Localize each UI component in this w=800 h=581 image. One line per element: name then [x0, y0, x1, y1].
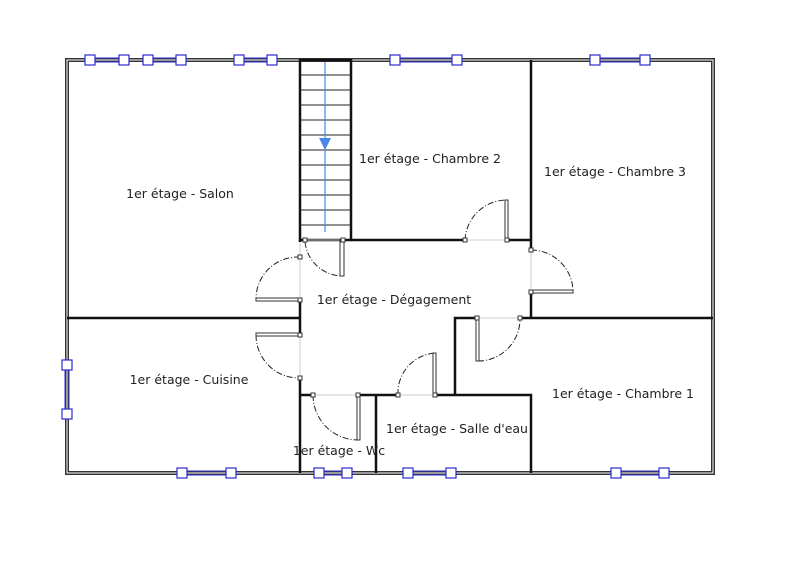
- door-chambre2[interactable]: [462, 199, 510, 243]
- door-chambre1[interactable]: [474, 315, 523, 362]
- door-openings: [299, 239, 532, 396]
- stair-arrow-icon: [319, 138, 331, 150]
- room-label-chambre-3: 1er étage - Chambre 3: [544, 164, 686, 179]
- window[interactable]: [176, 467, 237, 479]
- room-label-chambre-1: 1er étage - Chambre 1: [552, 386, 694, 401]
- door-chambre3[interactable]: [528, 247, 574, 295]
- window[interactable]: [142, 54, 187, 66]
- room-label-chambre-2: 1er étage - Chambre 2: [359, 151, 501, 166]
- staircase[interactable]: [298, 58, 353, 242]
- outer-wall-inner-line: [66, 59, 714, 474]
- door-salle-eau[interactable]: [395, 352, 438, 398]
- door-cuisine[interactable]: [255, 332, 303, 381]
- room-label-salon: 1er étage - Salon: [126, 186, 234, 201]
- door-stair[interactable]: [302, 237, 346, 277]
- window[interactable]: [84, 54, 130, 66]
- window[interactable]: [389, 54, 463, 66]
- window[interactable]: [589, 54, 651, 66]
- door-wc[interactable]: [310, 392, 361, 441]
- room-label-wc: 1er étage - Wc: [293, 443, 385, 458]
- window[interactable]: [402, 467, 457, 479]
- interior-walls: [67, 60, 713, 473]
- window[interactable]: [233, 54, 278, 66]
- window[interactable]: [313, 467, 353, 479]
- door-salon[interactable]: [255, 254, 303, 303]
- room-label-cuisine: 1er étage - Cuisine: [130, 372, 249, 387]
- window[interactable]: [61, 359, 73, 420]
- room-label-salle-eau: 1er étage - Salle d'eau: [386, 421, 528, 436]
- window[interactable]: [610, 467, 670, 479]
- windows: [61, 54, 670, 479]
- room-label-degagement: 1er étage - Dégagement: [317, 292, 471, 307]
- outer-wall: [65, 58, 715, 475]
